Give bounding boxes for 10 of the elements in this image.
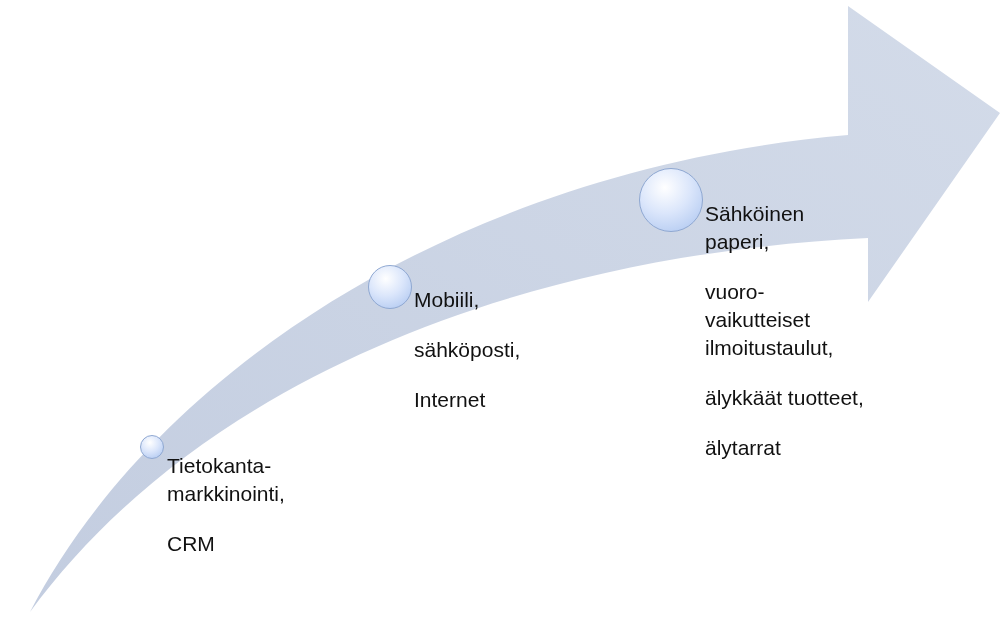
- item-label: sähköposti,: [414, 337, 522, 363]
- item-label: Internet: [414, 387, 487, 413]
- item-label: Sähköinen paperi,: [705, 201, 806, 255]
- item-label: älykkäät tuotteet,: [705, 385, 865, 411]
- item-label: vuoro-vaikutteiset ilmoitustaulut,: [705, 279, 835, 361]
- item-label: Tietokanta-markkinointi,: [167, 453, 286, 507]
- item-label: älytarrat: [705, 435, 782, 461]
- item-label: Mobiili,: [414, 287, 481, 313]
- item-label: CRM: [167, 531, 216, 557]
- circle-marker: [140, 435, 164, 459]
